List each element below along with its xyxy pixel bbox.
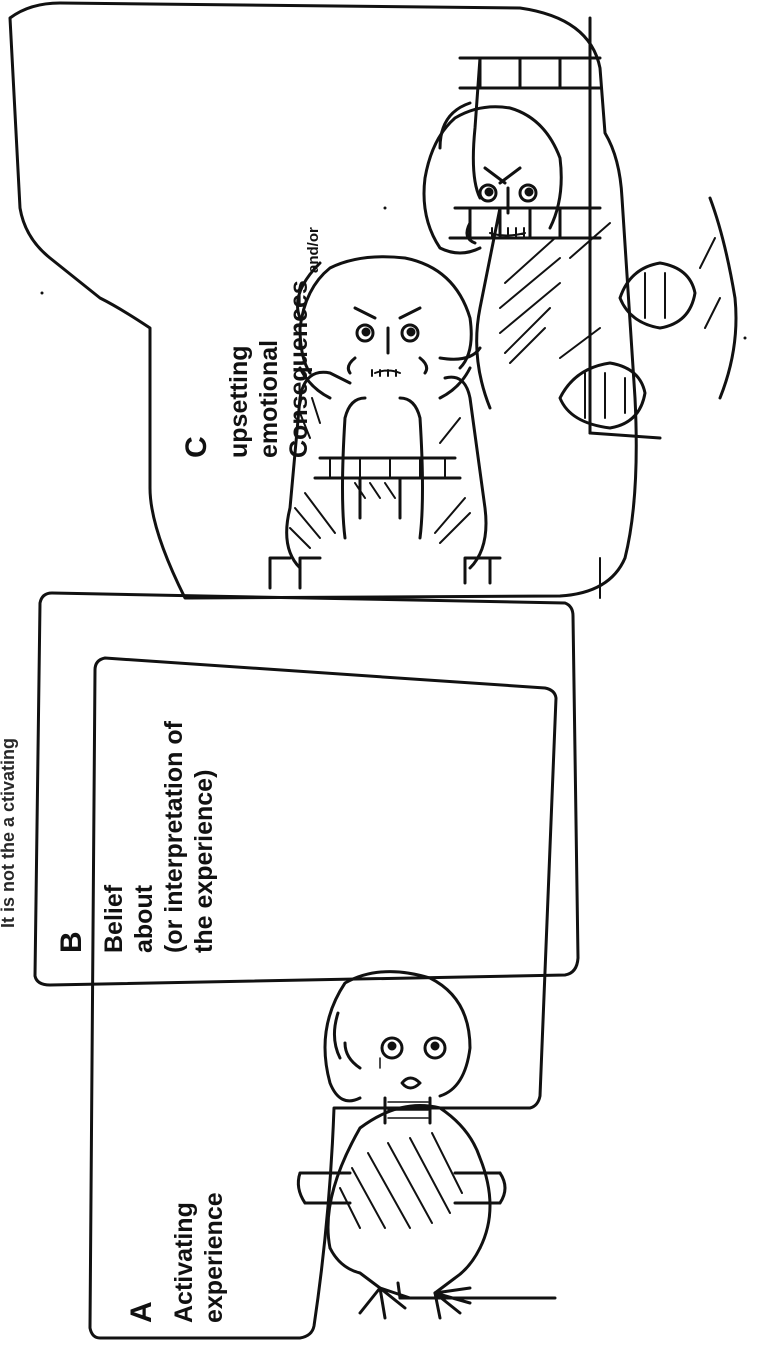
panel-c-line1: upsetting — [225, 346, 254, 459]
panel-b-letter: B — [55, 931, 89, 953]
panel-b-line1: Belief — [100, 885, 129, 953]
panel-a-line1: Activating — [170, 1202, 199, 1323]
surprised-person-figure — [298, 972, 555, 1318]
panel-c-line2: emotional — [255, 340, 284, 458]
header-fragment: It is not the a ctivating — [0, 738, 19, 928]
panel-c-outline — [10, 3, 636, 598]
panel-b-line4: the experience) — [190, 770, 219, 953]
panel-a-letter: A — [125, 1301, 159, 1323]
panel-b-line2: about — [130, 885, 159, 953]
panel-a-line2: experience — [200, 1192, 229, 1323]
panel-c-line3: Consequences — [285, 280, 314, 458]
angry-person-figure — [424, 18, 736, 438]
panel-c-letter: C — [180, 436, 214, 458]
panel-b-line3: (or interpretation of — [160, 721, 189, 953]
panel-c-connector: and/or — [305, 227, 322, 273]
